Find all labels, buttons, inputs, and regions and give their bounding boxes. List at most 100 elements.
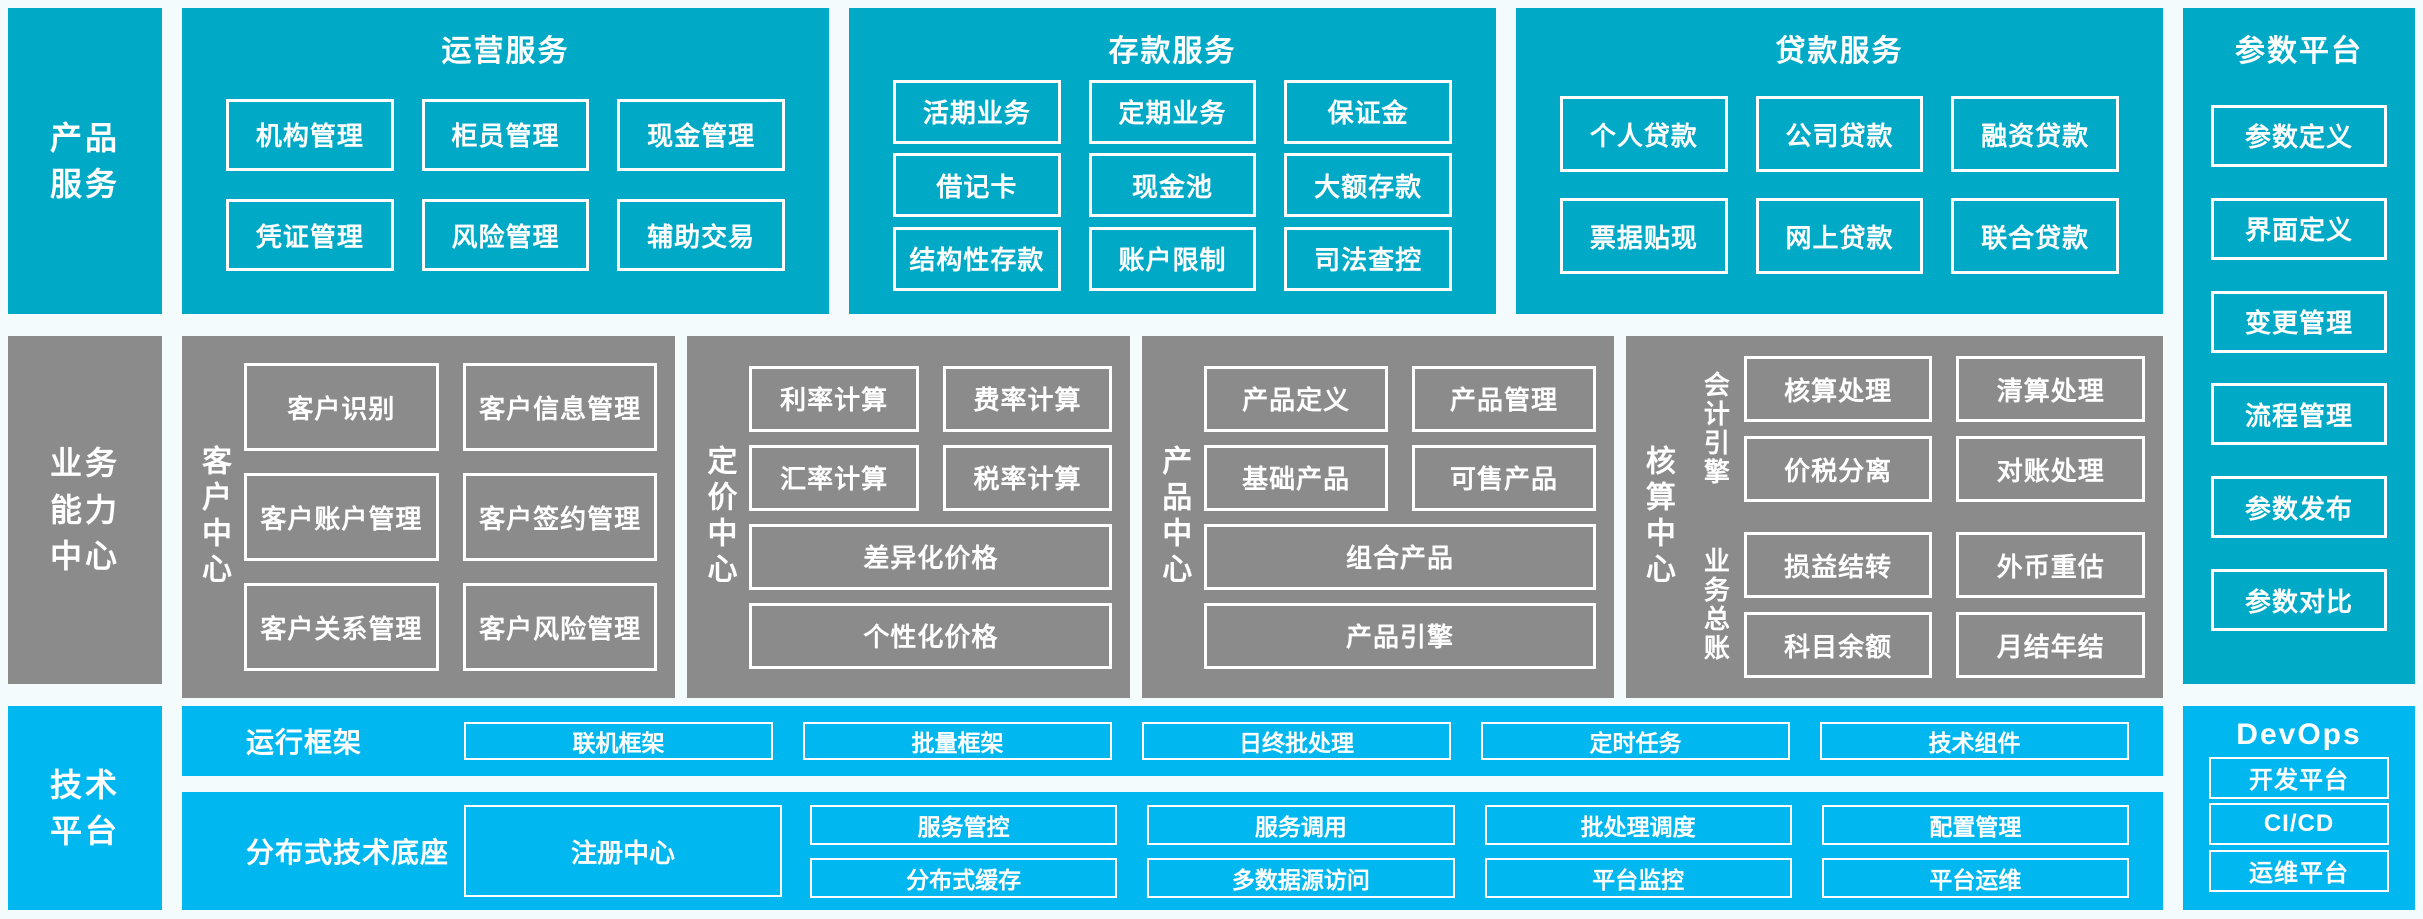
capability-box: 客户关系管理: [244, 583, 439, 671]
capability-box: 对账处理: [1956, 436, 2145, 502]
panel-body: 利率计算 费率计算 汇率计算 税率计算 差异化价格 个性化价格: [749, 356, 1113, 678]
bar-label: 运行框架: [246, 727, 363, 758]
service-box: 账户限制: [1088, 226, 1257, 291]
distributed-grid: 服务管控 服务调用 批处理调度 配置管理 分布式缓存 多数据源访问 平台监控 平…: [810, 804, 2129, 898]
service-box: 参数定义: [2211, 104, 2387, 167]
side-label-line: 服务: [49, 166, 120, 202]
service-box: 凭证管理: [226, 199, 394, 272]
tech-box: 平台运维: [1821, 857, 2129, 898]
capability-box: 月结年结: [1956, 612, 2145, 678]
devops-box: CI/CD: [2209, 803, 2389, 845]
service-box: 结构性存款: [893, 226, 1061, 291]
capability-box: 价税分离: [1743, 436, 1933, 502]
panel-devops: DevOps 开发平台 CI/CD 运维平台: [2183, 706, 2415, 910]
panel-body: 产品定义 产品管理 基础产品 可售产品 组合产品 产品引擎: [1204, 356, 1596, 678]
vertical-label-wrap: 业务总账: [1688, 547, 1744, 663]
service-box: 大额存款: [1284, 153, 1452, 217]
center-label: 客户中心: [197, 445, 230, 589]
service-box: 个人贷款: [1560, 96, 1728, 172]
panel-title: 存款服务: [1108, 35, 1237, 68]
capability-box: 产品管理: [1412, 365, 1596, 432]
service-box: 融资贷款: [1951, 96, 2119, 172]
vertical-label-wrap: 核算中心: [1626, 356, 1688, 678]
service-box: 活期业务: [893, 79, 1061, 144]
center-label: 产品中心: [1157, 445, 1191, 589]
bar-items: 联机框架 批量框架 日终批处理 定时任务 技术组件: [464, 722, 2129, 760]
accounting-engine-group: 会计引擎 核算处理 清算处理 价税分离 对账处理: [1688, 356, 2145, 502]
tech-box: 定时任务: [1481, 722, 1790, 760]
box-row: 利率计算 费率计算: [749, 365, 1113, 432]
service-box: 借记卡: [893, 153, 1061, 217]
panel-body: 参数定义 界面定义 变更管理 流程管理 参数发布 参数对比: [2183, 70, 2415, 684]
panel-parameter-platform: 参数平台 参数定义 界面定义 变更管理 流程管理 参数发布 参数对比: [2183, 8, 2415, 684]
capability-box: 客户识别: [244, 363, 439, 451]
capability-box: 可售产品: [1412, 444, 1596, 511]
panel-title: 贷款服务: [1775, 35, 1904, 68]
capability-box: 利率计算: [749, 365, 919, 432]
capability-box-wide: 组合产品: [1204, 523, 1596, 590]
tech-box: 服务调用: [1147, 804, 1455, 845]
capability-box-wide: 差异化价格: [749, 523, 1113, 590]
runtime-framework-bar: 运行框架 联机框架 批量框架 日终批处理 定时任务 技术组件: [182, 706, 2163, 776]
service-box: 现金池: [1088, 153, 1257, 217]
service-box: 票据贴现: [1560, 198, 1728, 274]
panel-body: 个人贷款 公司贷款 融资贷款 票据贴现 网上贷款 联合贷款: [1516, 70, 2163, 314]
side-label-product-services: 产品 服务: [8, 8, 162, 314]
service-box: 参数发布: [2211, 476, 2387, 539]
capability-box: 基础产品: [1204, 444, 1389, 511]
distributed-base-bar: 分布式技术底座 注册中心 服务管控 服务调用 批处理调度 配置管理 分布式缓存 …: [182, 792, 2163, 910]
bar-label: 分布式技术底座: [246, 837, 450, 868]
capability-box: 清算处理: [1956, 356, 2145, 422]
capability-box-wide: 个性化价格: [749, 602, 1113, 669]
product-services-row: 运营服务 机构管理 柜员管理 现金管理 凭证管理 风险管理 辅助交易 存款服务 …: [182, 8, 2163, 314]
business-capability-row: 客户中心 客户识别 客户信息管理 客户账户管理 客户签约管理 客户关系管理 客户…: [182, 336, 2163, 698]
panel-customer-center: 客户中心 客户识别 客户信息管理 客户账户管理 客户签约管理 客户关系管理 客户…: [182, 336, 676, 698]
vertical-label-wrap: 产品中心: [1142, 356, 1204, 678]
vertical-label-wrap: 会计引擎: [1688, 371, 1744, 487]
side-label-line: 中心: [49, 538, 120, 575]
panel-operation-services: 运营服务 机构管理 柜员管理 现金管理 凭证管理 风险管理 辅助交易: [182, 8, 829, 314]
group-grid: 损益结转 外币重估 科目余额 月结年结: [1743, 532, 2145, 678]
service-box: 界面定义: [2211, 197, 2387, 260]
tech-box: 分布式缓存: [810, 857, 1118, 898]
capability-box: 外币重估: [1956, 532, 2145, 598]
capability-box: 税率计算: [942, 444, 1113, 511]
business-ledger-group: 业务总账 损益结转 外币重估 科目余额 月结年结: [1688, 532, 2145, 678]
panel-title: 参数平台: [2235, 35, 2363, 68]
panel-product-center: 产品中心 产品定义 产品管理 基础产品 可售产品 组合产品 产品引擎: [1142, 336, 1614, 698]
vertical-label-wrap: 客户中心: [182, 356, 244, 678]
tech-box: 批量框架: [803, 722, 1112, 760]
panel-body: 开发平台 CI/CD 运维平台: [2183, 752, 2415, 910]
tech-box: 多数据源访问: [1147, 857, 1455, 898]
tech-box: 技术组件: [1820, 722, 2129, 760]
capability-box: 客户账户管理: [244, 473, 439, 561]
service-box: 风险管理: [421, 199, 590, 272]
service-box: 参数对比: [2211, 569, 2387, 632]
center-label: 定价中心: [702, 445, 736, 589]
capability-box: 费率计算: [942, 365, 1113, 432]
service-box: 变更管理: [2211, 290, 2387, 353]
box-row: 产品定义 产品管理: [1204, 365, 1596, 432]
service-box: 机构管理: [226, 98, 394, 171]
side-label-business-capability-center: 业务 能力 中心: [8, 336, 162, 684]
service-box: 柜员管理: [421, 98, 590, 171]
panel-loan-services: 贷款服务 个人贷款 公司贷款 融资贷款 票据贴现 网上贷款 联合贷款: [1516, 8, 2163, 314]
service-box: 网上贷款: [1755, 198, 1924, 274]
service-box: 公司贷款: [1755, 96, 1924, 172]
panel-pricing-center: 定价中心 利率计算 费率计算 汇率计算 税率计算 差异化价格 个性化价格: [687, 336, 1131, 698]
side-label-line: 技术: [49, 766, 120, 803]
panel-accounting-center: 核算中心 会计引擎 核算处理 清算处理 价税分离 对账处理: [1625, 336, 2163, 698]
capability-box: 核算处理: [1743, 356, 1933, 422]
tech-box: 批处理调度: [1484, 804, 1792, 845]
devops-box: 开发平台: [2209, 756, 2389, 799]
panel-body: 客户识别 客户信息管理 客户账户管理 客户签约管理 客户关系管理 客户风险管理: [244, 356, 658, 678]
capability-box: 产品定义: [1204, 365, 1389, 432]
service-box: 保证金: [1284, 79, 1452, 144]
capability-box: 客户签约管理: [462, 473, 658, 561]
side-label-line: 业务: [49, 445, 120, 482]
panel-deposit-services: 存款服务 活期业务 定期业务 保证金 借记卡 现金池 大额存款 结构性存款 账户…: [849, 8, 1496, 314]
panel-body: 机构管理 柜员管理 现金管理 凭证管理 风险管理 辅助交易: [182, 70, 829, 314]
service-box: 联合贷款: [1951, 198, 2119, 274]
panel-body: 活期业务 定期业务 保证金 借记卡 现金池 大额存款 结构性存款 账户限制 司法…: [849, 70, 1496, 314]
